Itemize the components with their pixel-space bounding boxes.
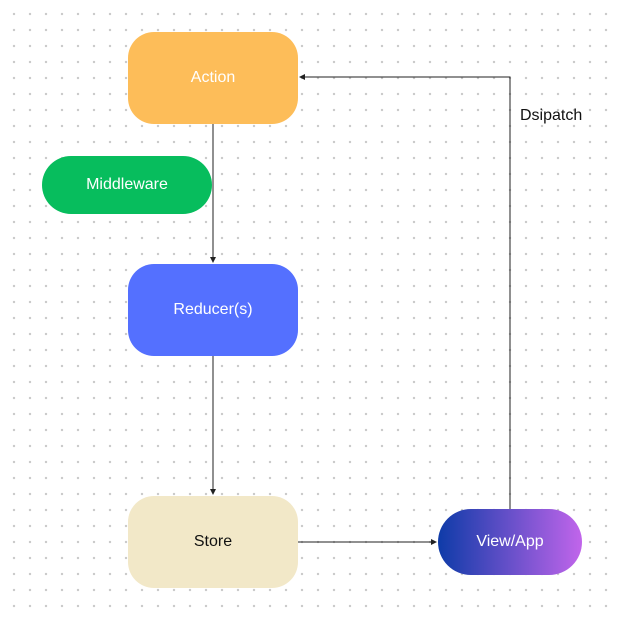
reducer-node: Reducer(s) — [128, 264, 298, 356]
store-node: Store — [128, 496, 298, 588]
store-node-label: Store — [193, 533, 233, 550]
middleware-node-label: Middleware — [86, 176, 168, 193]
reducer-node-label: Reducer(s) — [173, 301, 253, 318]
middleware-node: Middleware — [42, 156, 212, 214]
edge-view-to-action-dispatch — [299, 74, 511, 509]
dispatch-edge-label: Dsipatch — [520, 107, 583, 124]
view-app-node: View/App — [438, 509, 582, 575]
action-node: Action — [128, 32, 298, 124]
action-node-label: Action — [190, 69, 236, 86]
view-app-node-label: View/App — [476, 533, 544, 550]
